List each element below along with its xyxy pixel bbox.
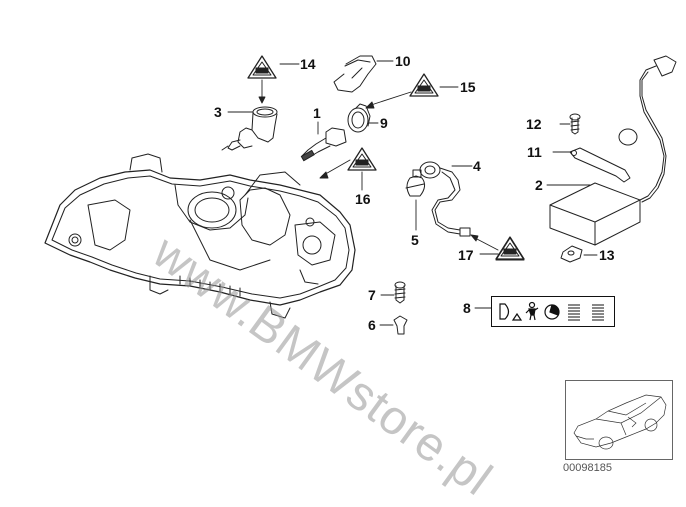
- warning-triangle-small: [495, 237, 525, 261]
- callout-10: 10: [395, 53, 411, 69]
- leader-lines: [227, 60, 598, 326]
- callout-15: 15: [460, 79, 476, 95]
- lines-icon-2: [592, 304, 604, 321]
- callout-7: 7: [368, 287, 376, 303]
- part-17-warning-triangle[interactable]: [495, 236, 525, 260]
- person-icon: [525, 301, 539, 321]
- part-16-warning-triangle[interactable]: [347, 147, 377, 171]
- parts-diagram: 14 10 15 3 1 9 12 11 4 16 2 5 17 13 7 8 …: [44, 53, 677, 506]
- car-outline-icon: [573, 394, 667, 450]
- callout-3: 3: [214, 104, 222, 120]
- callout-1: 1: [313, 105, 321, 121]
- part-15-warning-triangle[interactable]: [409, 73, 439, 97]
- diagram-code: 00098185: [563, 462, 612, 474]
- vehicle-thumbnail[interactable]: [565, 380, 673, 460]
- callout-4: 4: [473, 158, 481, 174]
- lines-icon-1: [568, 304, 580, 321]
- callout-8: 8: [463, 300, 471, 316]
- warning-triangle-icon: [511, 312, 523, 321]
- part-6-clip-nut[interactable]: [393, 315, 408, 335]
- callout-12: 12: [526, 116, 542, 132]
- callout-2: 2: [535, 177, 543, 193]
- callout-16: 16: [355, 191, 371, 207]
- part-10-clip[interactable]: [333, 55, 377, 93]
- label-symbols: [499, 301, 604, 321]
- diagram-drawing: [44, 55, 677, 335]
- callout-5: 5: [411, 232, 419, 248]
- callout-9: 9: [380, 115, 388, 131]
- headlight-symbol-icon: [499, 303, 510, 320]
- part-8-warning-label[interactable]: [491, 296, 615, 327]
- callout-13: 13: [599, 247, 615, 263]
- callout-11: 11: [527, 144, 542, 160]
- part-5-bulb[interactable]: [405, 169, 426, 197]
- part-12-screw[interactable]: [569, 113, 581, 135]
- callout-14: 14: [300, 56, 316, 72]
- part-13-square-nut[interactable]: [560, 245, 583, 263]
- part-9-bulb-cap[interactable]: [347, 103, 371, 133]
- part-4-socket-cable[interactable]: [419, 161, 471, 237]
- callout-6: 6: [368, 317, 376, 333]
- part-1-bulb[interactable]: [300, 127, 347, 162]
- callout-17: 17: [458, 247, 474, 263]
- part-2-control-unit[interactable]: [549, 55, 677, 246]
- part-3-bulb-holder[interactable]: [221, 106, 278, 151]
- part-14-warning-triangle[interactable]: [247, 55, 277, 79]
- high-voltage-disc-icon: [544, 304, 560, 320]
- headlight-housing[interactable]: [44, 153, 356, 319]
- part-11-bracket[interactable]: [569, 147, 631, 183]
- part-7-screw[interactable]: [394, 281, 406, 304]
